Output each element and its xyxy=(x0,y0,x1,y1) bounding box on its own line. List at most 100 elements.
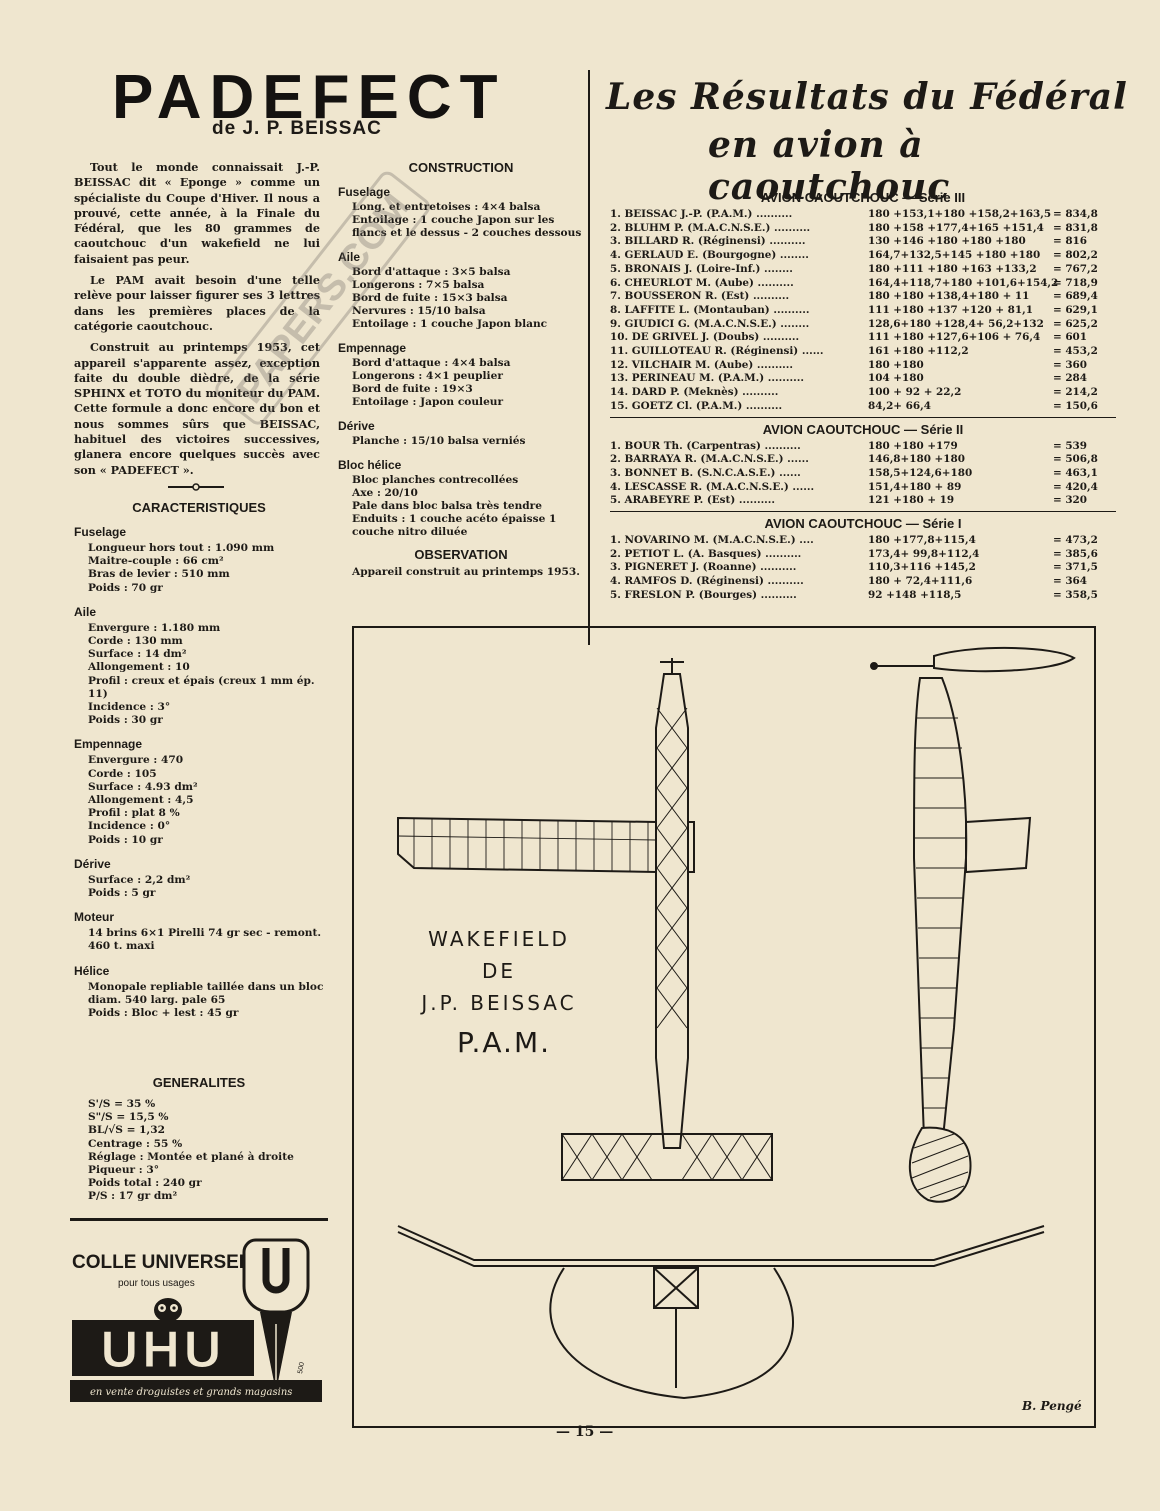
spec-line: Bras de levier : 510 mm xyxy=(88,568,230,581)
competitor-name: 14. DARD P. (Meknès) .......... xyxy=(610,386,779,399)
construction-line: Bord de fuite : 15×3 balsa xyxy=(352,292,508,304)
generalites-line: S'/S = 35 % xyxy=(88,1098,156,1110)
results-series-title: AVION CAOUTCHOUC — Série II xyxy=(762,421,964,437)
generalites-line: Centrage : 55 % xyxy=(88,1137,183,1150)
ad-brand: UHU xyxy=(101,1321,226,1379)
spec-line: Envergure : 470 xyxy=(88,754,184,767)
spec-line: 14 brins 6×1 Pirelli 74 gr sec - remont.… xyxy=(88,927,322,953)
construction-line: Bord d'attaque : 4×4 balsa xyxy=(352,357,511,369)
flight-scores: 180 +180 xyxy=(868,358,924,371)
flight-scores: 100 + 92 + 22,2 xyxy=(868,386,962,399)
spec-line: Allongement : 4,5 xyxy=(88,794,194,807)
flight-scores: 110,3+116 +145,2 xyxy=(868,561,976,574)
spec-line: Allongement : 10 xyxy=(88,661,190,674)
construction-line: Longerons : 7×5 balsa xyxy=(352,279,485,291)
ad-subline: pour tous usages xyxy=(118,1278,195,1289)
spec-line: Poids : 70 gr xyxy=(88,581,163,594)
results-row: 13. PERINEAU M. (P.A.M.) ..........104 +… xyxy=(610,372,1116,386)
flight-scores: 173,4+ 99,8+112,4 xyxy=(868,547,980,560)
competitor-name: 9. GIUDICI G. (M.A.C.N.S.E.) ........ xyxy=(610,317,810,330)
results-row: 9. GIUDICI G. (M.A.C.N.S.E.) ........128… xyxy=(610,318,1116,332)
generalites-title: GENERALITES xyxy=(152,1075,246,1090)
generalites-line: BL/√S = 1,32 xyxy=(88,1124,165,1137)
flight-scores: 180 +111 +180 +163 +133,2 xyxy=(868,262,1037,275)
construction-line: Entoilage : 1 couche Japon sur les flanc… xyxy=(352,214,582,239)
results-row: 14. DARD P. (Meknès) .......... 100 + 92 … xyxy=(610,386,1116,400)
spec-line: Corde : 105 xyxy=(88,767,157,780)
results-row: 6. CHEURLOT M. (Aube) ..........164,4+11… xyxy=(610,277,1116,291)
results-separator xyxy=(610,511,1116,513)
results-tables: AVION CAOUTCHOUC — Série III 1. BEISSAC J… xyxy=(610,186,1116,603)
spec-line: Poids : Bloc + lest : 45 gr xyxy=(88,1007,239,1020)
results-row: 11. GUILLOTEAU R. (Réginensi) ......161 … xyxy=(610,345,1116,359)
total-score: = 284 xyxy=(1053,372,1088,385)
competitor-name: 10. DE GRIVEL J. (Doubs) .......... xyxy=(610,331,800,344)
observation-title: OBSERVATION xyxy=(414,547,508,562)
article-title: PADEFECT xyxy=(112,63,506,132)
spec-line: Monopale repliable taillée dans un bloc … xyxy=(88,980,324,1006)
glue-tube-icon: 500 xyxy=(242,1238,310,1392)
results-row: 2. BARRAYA R. (M.A.C.N.S.E.) ...... 146,8… xyxy=(610,453,1116,467)
construction-line: Entoilage : 1 couche Japon blanc xyxy=(352,318,548,330)
spec-section-label: Fuselage xyxy=(74,525,127,539)
competitor-name: 1. BEISSAC J.-P. (P.A.M.) .......... xyxy=(610,208,793,220)
competitor-name: 4. GERLAUD E. (Bourgogne) ........ xyxy=(610,249,809,262)
total-score: = 371,5 xyxy=(1053,561,1098,574)
article-byline: de J. P. BEISSAC xyxy=(212,118,382,139)
results-series-title: AVION CAOUTCHOUC — Série III xyxy=(760,190,966,205)
results-row: 3. BILLARD R. (Réginensi) ..........130 … xyxy=(610,235,1116,249)
competitor-name: 4. RAMFOS D. (Réginensi) .......... xyxy=(610,575,804,588)
generalites-line: Poids total : 240 gr xyxy=(88,1177,202,1190)
total-score: = 364 xyxy=(1053,575,1088,588)
flight-scores: 151,4+180 + 89 xyxy=(868,480,962,493)
flight-scores: 92 +148 +118,5 xyxy=(868,588,962,601)
competitor-name: 12. VILCHAIR M. (Aube) .......... xyxy=(610,358,794,371)
construction-section-label: Aile xyxy=(338,250,361,264)
flight-scores: 180 +153,1+180 +158,2+163,5 xyxy=(868,208,1052,220)
generalites-line: Piqueur : 3° xyxy=(88,1164,160,1177)
spec-line: Poids : 30 gr xyxy=(88,714,163,727)
ad-footer: en vente droguistes et grands magasins xyxy=(90,1387,292,1398)
total-score: = 718,9 xyxy=(1053,276,1098,289)
results-row: 2. PETIOT L. (A. Basques) .......... 173,… xyxy=(610,548,1116,562)
competitor-name: 1. BOUR Th. (Carpentras) .......... xyxy=(610,439,801,452)
competitor-name: 2. PETIOT L. (A. Basques) .......... xyxy=(610,547,802,560)
flight-scores: 180 + 72,4+111,6 xyxy=(868,575,973,588)
competitor-name: 2. BARRAYA R. (M.A.C.N.S.E.) ...... xyxy=(610,453,809,466)
flight-scores: 161 +180 +112,2 xyxy=(868,345,969,358)
total-score: = 629,1 xyxy=(1053,303,1098,316)
construction-line: Nervures : 15/10 balsa xyxy=(352,305,486,317)
total-score: = 150,6 xyxy=(1053,399,1098,412)
results-row: 8. LAFFITE L. (Montauban) ..........111 … xyxy=(610,304,1116,318)
construction-line: Longerons : 4×1 peuplier xyxy=(352,370,503,382)
competitor-name: 15. GOETZ Cl. (P.A.M.) .......... xyxy=(610,399,783,412)
total-score: = 767,2 xyxy=(1053,262,1098,275)
results-series-title: AVION CAOUTCHOUC — Série I xyxy=(764,516,962,532)
flight-scores: 146,8+180 +180 xyxy=(868,453,965,466)
intro-paragraph: Le PAM avait besoin d'une telle relève p… xyxy=(74,273,320,333)
aircraft-drawing-frame: WAKEFIELD DE J.P. BEISSAC P.A.M. B. Peng… xyxy=(352,626,1096,1428)
spec-line: Poids : 10 gr xyxy=(88,833,163,846)
wakefield-plans-drawing: WAKEFIELD DE J.P. BEISSAC P.A.M. B. Peng… xyxy=(397,646,1082,1413)
construction-line: Bord d'attaque : 3×5 balsa xyxy=(352,266,511,278)
results-separator xyxy=(610,416,1116,418)
spec-section-label: Empennage xyxy=(74,737,143,752)
competitor-name: 5. BRONAIS J. (Loire-Inf.) ........ xyxy=(610,262,793,275)
results-row: 12. VILCHAIR M. (Aube) .......... 180 +18… xyxy=(610,359,1116,373)
construction-line: Bord de fuite : 19×3 xyxy=(352,383,473,395)
side-view-plan xyxy=(870,646,1076,1203)
flight-scores: 180 +180 +138,4+180 + 11 xyxy=(868,290,1030,303)
owl-icon xyxy=(154,1298,182,1322)
competitor-name: 6. CHEURLOT M. (Aube) .......... xyxy=(610,276,794,289)
construction-section-label: Bloc hélice xyxy=(338,458,402,472)
competitor-name: 13. PERINEAU M. (P.A.M.) .......... xyxy=(610,372,804,385)
intro-text: Tout le monde connaissait J.-P. BEISSAC … xyxy=(74,160,320,484)
total-score: = 506,8 xyxy=(1053,453,1098,466)
construction-line: Bloc planches contrecollées xyxy=(352,474,519,486)
drawing-caption-1: WAKEFIELD xyxy=(428,927,570,951)
tube-mark: 500 xyxy=(297,1362,306,1375)
